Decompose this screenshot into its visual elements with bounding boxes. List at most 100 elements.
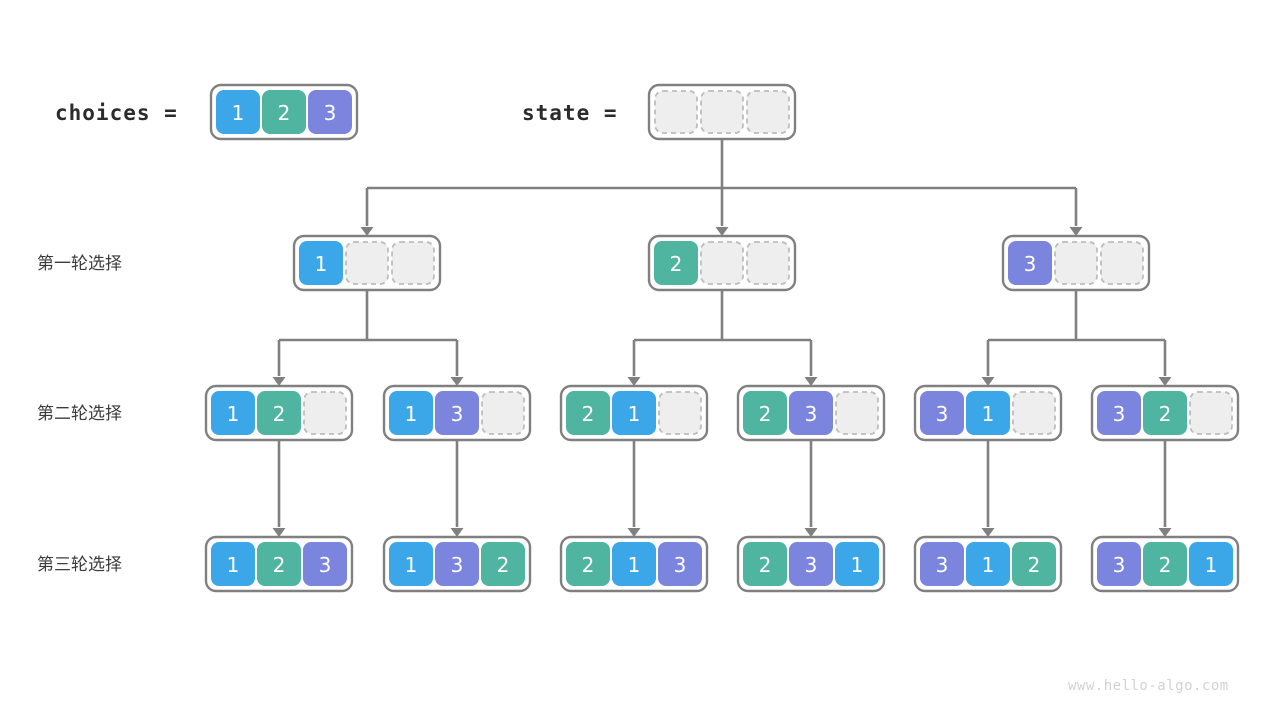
cell-value: 3 [674, 553, 687, 577]
node-round-3-1: 1 3 2 [382, 535, 532, 593]
arrow-head [981, 377, 995, 386]
row-label-round-1: 第一轮选择 [37, 254, 122, 274]
labels-layer: choices = state = 第一轮选择 第二轮选择 第三轮选择 www.… [37, 101, 1229, 694]
cell-value: 3 [319, 553, 332, 577]
arrow-head [981, 528, 995, 537]
cell-empty [1054, 241, 1098, 285]
cell-value: 2 [670, 252, 683, 276]
cell-filled [920, 391, 964, 435]
cell-value: 2 [273, 402, 286, 426]
arrow-head [804, 377, 818, 386]
cell-empty [1012, 391, 1056, 435]
cell-filled [566, 542, 610, 586]
cell-value: 1 [982, 402, 995, 426]
cell-value: 3 [1113, 553, 1126, 577]
cell-value: 3 [936, 553, 949, 577]
cell-value: 3 [805, 553, 818, 577]
arrow-head [627, 377, 641, 386]
cell-value: 2 [273, 553, 286, 577]
cell-filled [789, 391, 833, 435]
cell-value: 3 [936, 402, 949, 426]
cell-filled [966, 391, 1010, 435]
state-array [647, 83, 797, 141]
arrow-head [450, 377, 464, 386]
cell-filled [389, 542, 433, 586]
cell-value: 1 [405, 553, 418, 577]
cell-value: 2 [582, 553, 595, 577]
watermark-url: www.hello-algo.com [1068, 678, 1229, 694]
cell-filled [262, 90, 306, 134]
cell-empty [1100, 241, 1144, 285]
cell-filled [789, 542, 833, 586]
cell-filled [743, 542, 787, 586]
cell-value: 2 [1159, 553, 1172, 577]
cell-value: 3 [1113, 402, 1126, 426]
cell-empty [746, 90, 790, 134]
arrow-head [1158, 377, 1172, 386]
arrow-head [804, 528, 818, 537]
cell-value: 1 [982, 553, 995, 577]
cell-empty [345, 241, 389, 285]
arrow-head [360, 227, 374, 236]
cell-filled [435, 391, 479, 435]
cell-value: 1 [232, 101, 245, 125]
cell-filled [216, 90, 260, 134]
cell-value: 3 [805, 402, 818, 426]
cell-filled [303, 542, 347, 586]
cell-value: 3 [324, 101, 337, 125]
cell-filled [389, 391, 433, 435]
arrow-head [1069, 227, 1083, 236]
arrow-head [272, 377, 286, 386]
cell-filled [1143, 542, 1187, 586]
arrow-head [627, 528, 641, 537]
cell-filled [743, 391, 787, 435]
cell-empty [700, 241, 744, 285]
cell-value: 2 [278, 101, 291, 125]
cell-value: 1 [227, 402, 240, 426]
cell-filled [920, 542, 964, 586]
choices-label: choices = [55, 101, 178, 125]
cell-value: 3 [451, 402, 464, 426]
cell-value: 3 [451, 553, 464, 577]
arrow-head [1158, 528, 1172, 537]
cell-value: 1 [628, 553, 641, 577]
cell-value: 1 [851, 553, 864, 577]
cell-filled [1097, 542, 1141, 586]
cell-filled [654, 241, 698, 285]
cell-value: 2 [759, 553, 772, 577]
cell-empty [1189, 391, 1233, 435]
cell-value: 2 [1159, 402, 1172, 426]
cell-value: 2 [497, 553, 510, 577]
arrow-head [715, 227, 729, 236]
edges-layer [272, 139, 1172, 537]
cell-value: 1 [1205, 553, 1218, 577]
node-round-3-2: 2 1 3 [559, 535, 709, 593]
cell-filled [658, 542, 702, 586]
choices-array: 1 2 3 [209, 83, 359, 141]
cell-value: 1 [628, 402, 641, 426]
cell-filled [1097, 391, 1141, 435]
cell-filled [481, 542, 525, 586]
cell-filled [308, 90, 352, 134]
cell-empty [658, 391, 702, 435]
cell-filled [211, 391, 255, 435]
cell-empty [835, 391, 879, 435]
cell-empty [746, 241, 790, 285]
cell-filled [1189, 542, 1233, 586]
arrow-head [450, 528, 464, 537]
node-round-1-1: 2 [647, 234, 797, 292]
cell-filled [211, 542, 255, 586]
node-round-1-0: 1 [292, 234, 442, 292]
row-label-round-2: 第二轮选择 [37, 404, 122, 424]
cell-empty [303, 391, 347, 435]
cell-filled [612, 391, 656, 435]
